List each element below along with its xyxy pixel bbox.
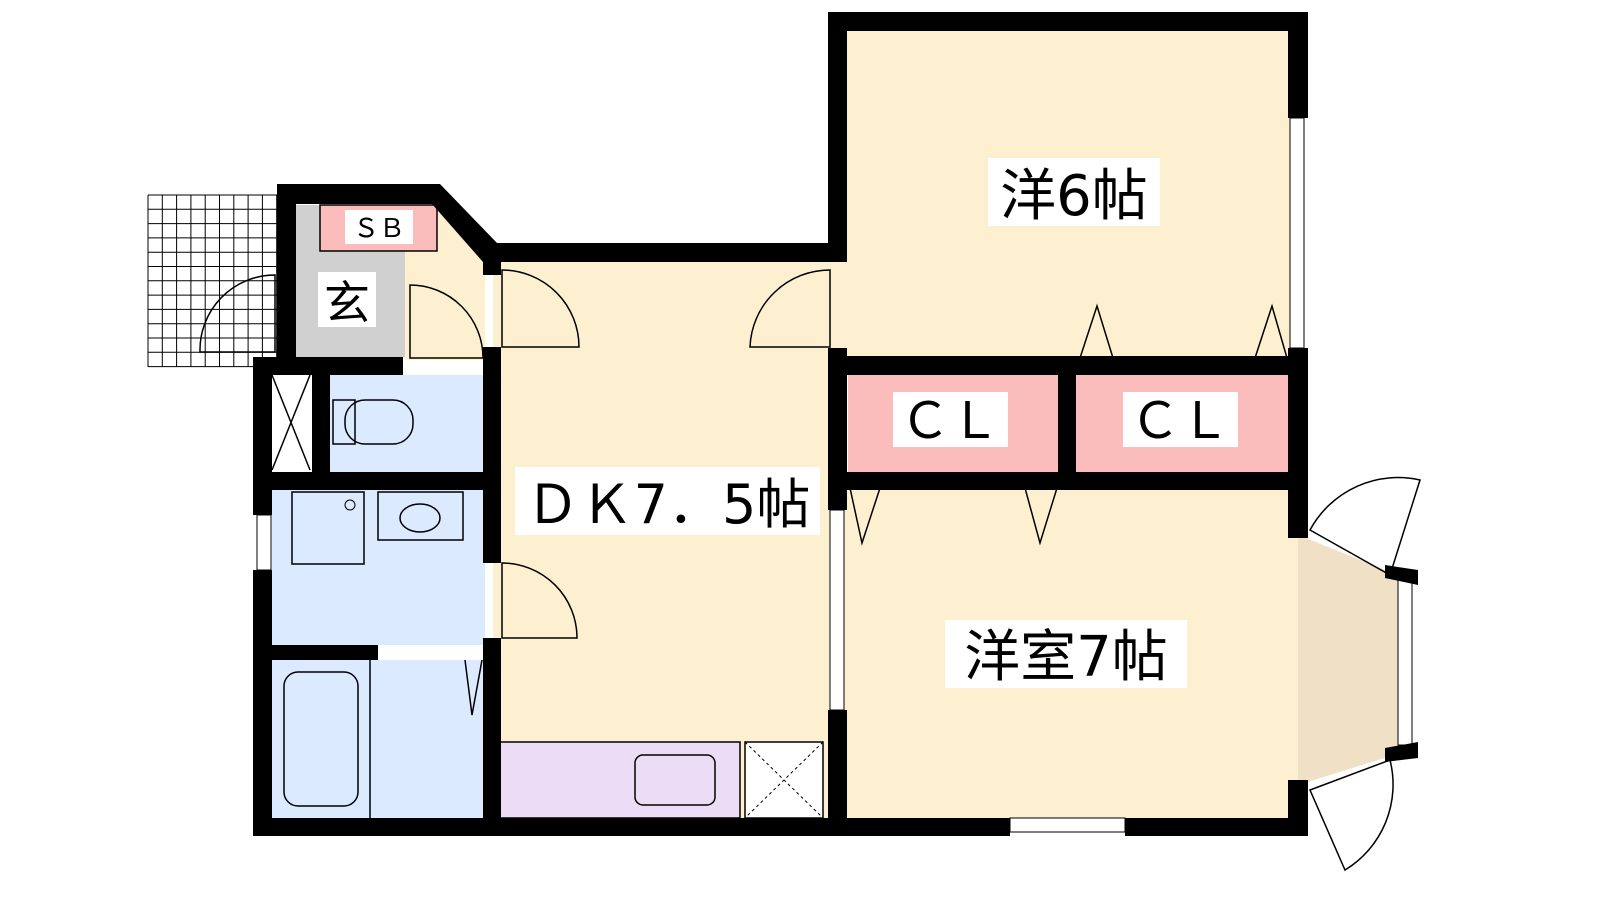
room-label-shoe-box: ＳＢ [353, 214, 405, 244]
toilet-tank [332, 399, 356, 445]
bath-door[interactable] [464, 659, 483, 716]
window-south[interactable] [1009, 817, 1126, 833]
closet-doors-2[interactable] [1079, 303, 1288, 359]
room-label-dk: ＤＫ7．5帖 [526, 473, 811, 536]
room-label-closet-2: ＣＬ [1130, 392, 1230, 450]
label-bg-dk [515, 467, 820, 535]
fridge-x [744, 741, 824, 819]
sink [634, 754, 716, 806]
door-hall[interactable] [409, 284, 484, 359]
label-bg-western-7 [945, 620, 1187, 688]
door-washroom[interactable] [501, 562, 578, 639]
room-label-entrance: 玄 [324, 276, 370, 330]
door-entrance[interactable] [199, 274, 276, 353]
door-dk-1[interactable] [501, 269, 580, 348]
window-bay[interactable] [1397, 574, 1413, 746]
toilet [344, 399, 414, 445]
walls [253, 12, 1418, 836]
label-bg-closet-1 [893, 392, 1008, 447]
room-dk-fill [493, 252, 838, 822]
label-bg-closet-2 [1123, 392, 1238, 447]
wash-basin [377, 491, 464, 541]
basin-bowl [399, 503, 441, 533]
balcony-grid-lines [147, 194, 278, 368]
storage-x [271, 374, 311, 471]
window-east[interactable] [1289, 117, 1305, 349]
label-bg-entrance [318, 272, 376, 327]
door-bay-top[interactable] [1308, 476, 1421, 577]
label-bg-western-6 [988, 158, 1160, 226]
balcony-grid [147, 194, 278, 368]
window-dk-room[interactable] [829, 509, 845, 711]
bathtub [283, 671, 359, 807]
window-wash[interactable] [256, 514, 272, 571]
room-label-western-6: 洋6帖 [1000, 164, 1148, 229]
toilet-fill [330, 375, 485, 472]
bay-window-area [1298, 535, 1410, 785]
door-dk-2[interactable] [749, 269, 831, 348]
label-bg-shoe-box [345, 210, 413, 244]
room-label-western-7: 洋室7帖 [964, 625, 1168, 690]
closet-doors-1[interactable] [849, 487, 1058, 546]
drain [344, 499, 356, 511]
room-label-closet-1: ＣＬ [900, 392, 1000, 450]
door-bay-bottom[interactable] [1308, 759, 1394, 872]
washing-machine [291, 491, 365, 565]
